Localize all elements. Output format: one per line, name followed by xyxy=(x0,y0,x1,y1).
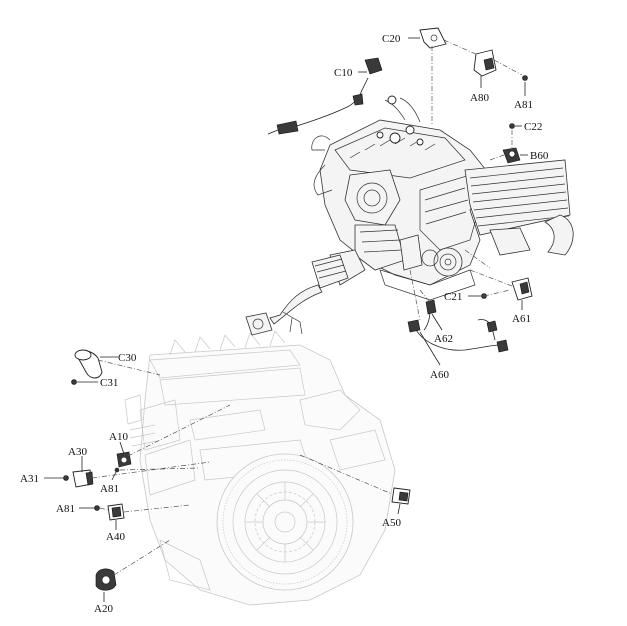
label-a81-top: A81 xyxy=(514,99,533,111)
sensor-a80 xyxy=(473,49,497,77)
callout-labels: C20 C10 A80 A81 C22 B60 C21 A61 A62 A60 … xyxy=(20,33,549,615)
bolt-c31 xyxy=(71,379,77,385)
label-c31: C31 xyxy=(100,377,118,389)
sensor-a40 xyxy=(107,503,125,521)
bolt-a81-mid xyxy=(114,467,120,473)
upper-engine-assembly xyxy=(311,95,491,301)
sensor-a50 xyxy=(391,487,411,505)
label-b60: B60 xyxy=(530,150,549,162)
label-c30: C30 xyxy=(118,352,137,364)
sensor-a20 xyxy=(95,568,117,591)
sensor-a61 xyxy=(511,277,533,301)
callout-leaders xyxy=(44,37,528,602)
bolt-c22 xyxy=(509,123,515,129)
label-a31: A31 xyxy=(20,473,39,485)
housing-c30 xyxy=(74,349,103,379)
bracket-c20 xyxy=(419,27,447,49)
flywheel-clutch xyxy=(216,453,354,591)
label-c10: C10 xyxy=(334,67,353,79)
label-c22: C22 xyxy=(524,121,542,133)
label-a30: A30 xyxy=(68,446,87,458)
sensor-wire-a60 xyxy=(407,319,509,353)
label-a60: A60 xyxy=(430,369,449,381)
bolt-a31 xyxy=(63,475,69,481)
label-a50: A50 xyxy=(382,517,401,529)
sensor-b60 xyxy=(502,147,521,164)
label-a81-low: A81 xyxy=(56,503,75,515)
label-a80: A80 xyxy=(470,92,489,104)
sensor-wire-c10 xyxy=(267,57,383,135)
exhaust-downpipe xyxy=(245,249,366,336)
sensor-wire-a62 xyxy=(423,299,437,331)
label-a81-mid: A81 xyxy=(100,483,119,495)
sensor-a30 xyxy=(72,469,94,488)
assembly-axis-lines xyxy=(91,39,523,576)
label-a20: A20 xyxy=(94,603,113,615)
label-a62: A62 xyxy=(434,333,453,345)
label-c21: C21 xyxy=(444,291,462,303)
sensor-a10 xyxy=(116,451,132,468)
bolt-a81-top xyxy=(522,75,528,81)
intercooler xyxy=(464,159,574,256)
label-a10: A10 xyxy=(109,431,128,443)
label-a40: A40 xyxy=(106,531,125,543)
bolt-a81-low xyxy=(94,505,100,511)
label-c20: C20 xyxy=(382,33,401,45)
label-a61: A61 xyxy=(512,313,531,325)
